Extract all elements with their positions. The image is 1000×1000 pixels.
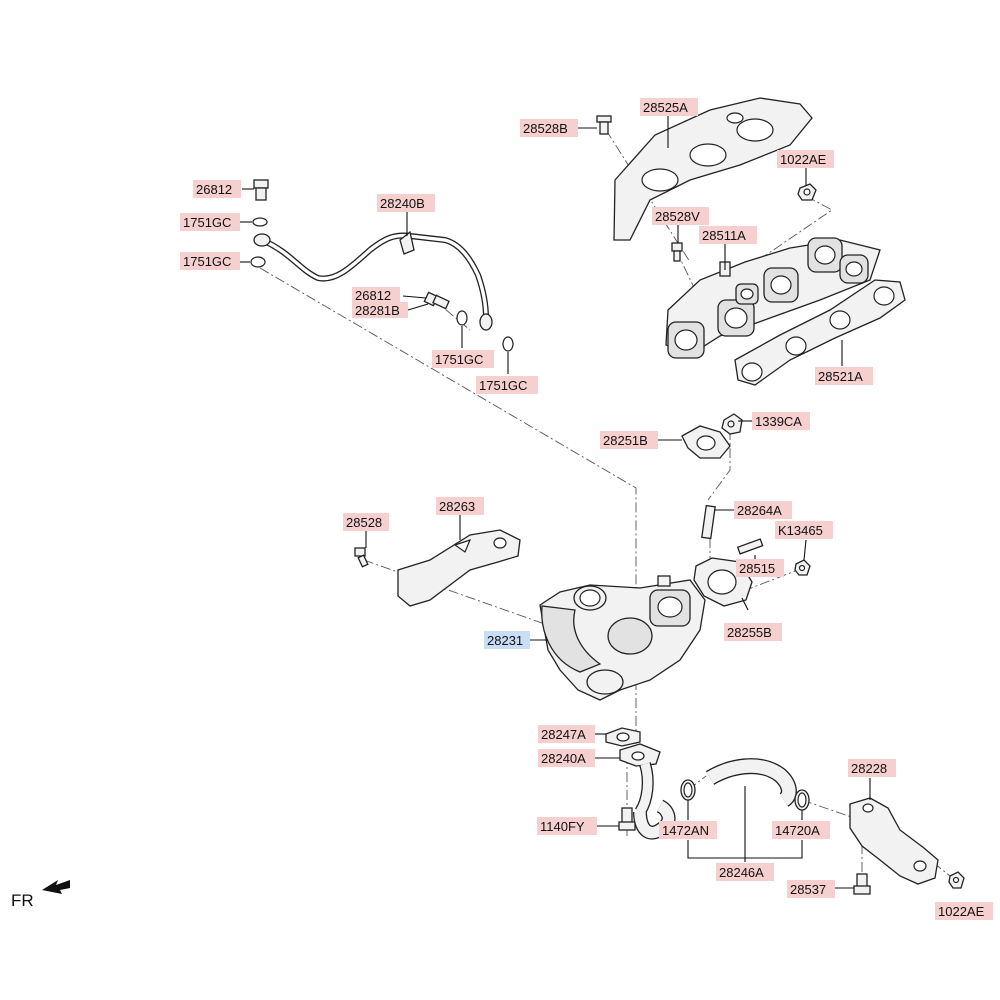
gasket-28521A-drawing — [734, 279, 906, 386]
part-label-28528B[interactable]: 28528B — [520, 119, 578, 137]
nut-K13465-drawing — [794, 559, 811, 576]
svg-text:14720A: 14720A — [775, 823, 820, 838]
front-direction-text: FR — [11, 891, 34, 910]
svg-text:28231: 28231 — [487, 633, 523, 648]
heat-protector-28263-drawing — [397, 529, 521, 607]
svg-text:1022AE: 1022AE — [780, 152, 827, 167]
front-arrow-icon — [42, 880, 70, 894]
part-label-1022AE-top[interactable]: 1022AE — [777, 150, 834, 168]
part-label-28521A[interactable]: 28521A — [815, 367, 873, 385]
stud-28515-drawing — [736, 538, 764, 555]
stud-28264A-drawing — [701, 504, 716, 540]
part-label-28528[interactable]: 28528 — [343, 513, 389, 531]
stud-28528V-drawing — [671, 242, 683, 262]
part-label-28246A[interactable]: 28246A — [716, 863, 774, 881]
svg-text:28537: 28537 — [790, 882, 826, 897]
hose-clamp-14720A-drawing — [794, 789, 810, 811]
svg-text:1751GC: 1751GC — [435, 352, 483, 367]
bracket-28228-drawing — [849, 797, 939, 885]
svg-text:1472AN: 1472AN — [662, 823, 709, 838]
part-label-28515[interactable]: 28515 — [736, 559, 784, 577]
svg-text:28511A: 28511A — [702, 228, 746, 243]
part-label-26812-mid[interactable]: 26812 — [352, 287, 400, 303]
bolt-1140FY-drawing — [618, 807, 636, 831]
svg-text:28251B: 28251B — [603, 433, 648, 448]
banjo-bolt-28281B-drawing — [423, 291, 450, 310]
svg-text:28240A: 28240A — [541, 751, 586, 766]
svg-text:28528B: 28528B — [523, 121, 568, 136]
part-label-28231[interactable]: 28231 — [484, 631, 530, 649]
part-label-28240B[interactable]: 28240B — [377, 194, 435, 212]
part-label-28525A[interactable]: 28525A — [640, 98, 698, 116]
svg-text:1751GC: 1751GC — [479, 378, 527, 393]
part-label-28251B[interactable]: 28251B — [600, 431, 658, 449]
svg-text:1751GC: 1751GC — [183, 254, 231, 269]
svg-text:28528: 28528 — [346, 515, 382, 530]
part-label-28537[interactable]: 28537 — [787, 880, 835, 898]
part-label-1751GC-4[interactable]: 1751GC — [476, 376, 538, 394]
svg-text:1140FY: 1140FY — [540, 819, 585, 834]
svg-text:28228: 28228 — [851, 761, 887, 776]
part-label-26812-top[interactable]: 26812 — [193, 180, 241, 198]
bolt-28528B-drawing — [596, 115, 612, 135]
gasket-28251B-drawing — [681, 425, 731, 459]
svg-text:1339CA: 1339CA — [755, 414, 802, 429]
part-label-K13465[interactable]: K13465 — [775, 521, 833, 539]
part-label-28228[interactable]: 28228 — [848, 759, 896, 777]
svg-text:28247A: 28247A — [541, 727, 586, 742]
part-label-28511A[interactable]: 28511A — [699, 226, 757, 244]
svg-text:1751GC: 1751GC — [183, 215, 231, 230]
hose-clamp-1472AN-drawing — [680, 779, 696, 801]
svg-text:28264A: 28264A — [737, 503, 782, 518]
bolt-28537-drawing — [853, 873, 871, 895]
exhaust-manifold-28511A-drawing — [665, 237, 881, 359]
part-label-1339CA[interactable]: 1339CA — [752, 412, 810, 430]
washer-1751GC-right-drawings — [456, 310, 514, 352]
oil-pipe-28240B-drawing — [253, 230, 493, 331]
part-label-1751GC-1[interactable]: 1751GC — [180, 213, 240, 231]
part-label-1751GC-3[interactable]: 1751GC — [432, 350, 494, 368]
part-label-1472AN[interactable]: 1472AN — [659, 821, 717, 839]
part-label-28255B[interactable]: 28255B — [724, 623, 782, 641]
svg-text:26812: 26812 — [355, 288, 391, 303]
svg-text:28255B: 28255B — [727, 625, 772, 640]
svg-text:28263: 28263 — [439, 499, 475, 514]
part-label-28247A[interactable]: 28247A — [538, 725, 595, 743]
turbocharger-28231-drawing — [539, 575, 706, 701]
part-label-28264A[interactable]: 28264A — [734, 501, 792, 519]
nut-1022AE-drawing — [797, 183, 817, 201]
bolt-28528-drawing — [354, 547, 369, 568]
svg-text:28521A: 28521A — [818, 369, 863, 384]
svg-text:28281B: 28281B — [355, 303, 400, 318]
part-label-1751GC-2[interactable]: 1751GC — [180, 252, 240, 270]
leader-lines — [240, 116, 871, 889]
oil-return-pipe-28240A-drawing — [619, 743, 661, 816]
part-label-14720A[interactable]: 14720A — [772, 821, 830, 839]
part-label-28281B[interactable]: 28281B — [352, 302, 408, 318]
part-label-1022AE-bottom[interactable]: 1022AE — [935, 902, 993, 920]
bolt-26812-top-drawing — [253, 179, 269, 201]
svg-text:K13465: K13465 — [778, 523, 823, 538]
svg-text:1022AE: 1022AE — [938, 904, 985, 919]
part-label-28240A[interactable]: 28240A — [538, 749, 595, 767]
nut-1022AE-bottom-drawing — [948, 871, 965, 889]
front-direction-indicator: FR — [11, 880, 70, 910]
svg-text:28246A: 28246A — [719, 865, 764, 880]
svg-text:28525A: 28525A — [643, 100, 688, 115]
part-labels: 28528B 28525A 1022AE 26812 28240B 1751GC… — [180, 98, 993, 920]
nut-1339CA-drawing — [721, 413, 743, 435]
heat-shield-28525A-drawing — [613, 97, 813, 241]
washer-1751GC-left-drawings — [250, 217, 268, 268]
svg-text:28528V: 28528V — [655, 209, 700, 224]
svg-text:28240B: 28240B — [380, 196, 425, 211]
svg-text:26812: 26812 — [196, 182, 232, 197]
part-label-28528V[interactable]: 28528V — [652, 207, 709, 225]
part-label-1140FY[interactable]: 1140FY — [537, 817, 597, 835]
gasket-28247A-drawing — [605, 727, 641, 747]
part-label-28263[interactable]: 28263 — [436, 497, 484, 515]
svg-text:28515: 28515 — [739, 561, 775, 576]
